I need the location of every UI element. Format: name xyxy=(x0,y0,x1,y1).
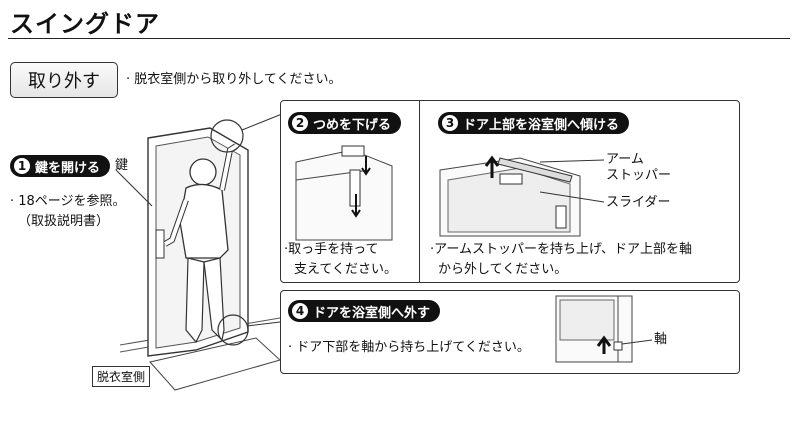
step1-key-word: 鍵 xyxy=(115,158,129,173)
step4-label: ドアを浴室側へ外す xyxy=(313,305,431,321)
title-divider xyxy=(8,38,790,39)
step4-note: · ドア下部を軸から持ち上げてください。 xyxy=(288,340,530,355)
step2-label: つめを下げる xyxy=(313,117,392,133)
step3-note-2: から外してください。 xyxy=(438,262,568,277)
callout-axis: 軸 xyxy=(654,332,668,347)
panel-divider xyxy=(419,101,420,282)
step1-badge: 1 鍵を開ける xyxy=(10,155,111,177)
step1-number: 1 xyxy=(14,158,30,174)
step3-label: ドア上部を浴室側へ傾ける xyxy=(463,117,620,133)
step4-number: 4 xyxy=(292,303,308,319)
step1-note-1: · 18ページを参照。 xyxy=(10,194,126,209)
page-title: スイングドア xyxy=(10,10,160,38)
callout-stopper: ストッパー xyxy=(606,168,672,183)
remove-button[interactable]: 取り外す xyxy=(10,62,118,98)
step3-badge: 3 ドア上部を浴室側へ傾ける xyxy=(438,112,630,134)
remove-instruction: · 脱衣室側から取り外してください。 xyxy=(126,72,342,87)
room-label: 脱衣室側 xyxy=(92,366,151,387)
step2-badge: 2 つめを下げる xyxy=(288,112,402,134)
step1-label: 鍵を開ける xyxy=(35,160,101,176)
step4-badge: 4 ドアを浴室側へ外す xyxy=(288,300,441,322)
step2-number: 2 xyxy=(292,115,308,131)
step3-number: 3 xyxy=(442,115,458,131)
step3-note-1: ·アームストッパーを持ち上げ、ドア上部を軸 xyxy=(430,242,693,257)
callout-slider: スライダー xyxy=(606,195,671,210)
step1-note-2: （取扱説明書） xyxy=(18,214,110,229)
callout-arm: アーム xyxy=(606,152,644,167)
step2-note-2: 支えてください。 xyxy=(294,262,397,277)
step2-note-1: ·取っ手を持って xyxy=(284,242,379,257)
